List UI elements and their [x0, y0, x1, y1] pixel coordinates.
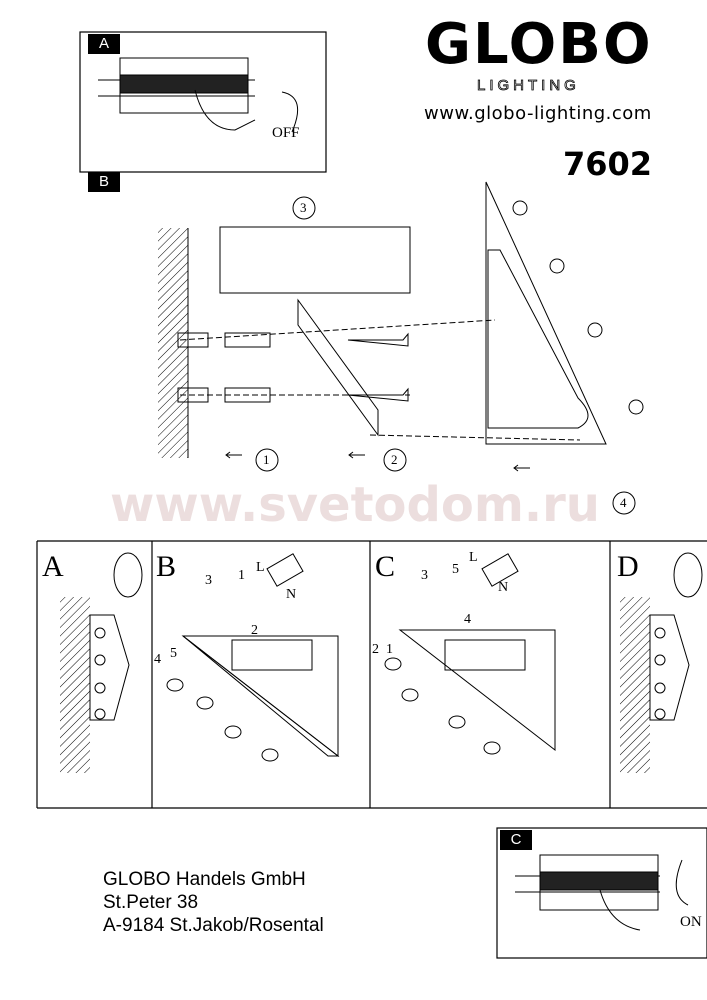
- step-b-tag: B: [88, 172, 120, 192]
- connector-inset-frame: [219, 226, 411, 294]
- wall-hatch: [158, 228, 188, 458]
- panel-b-label: 2: [251, 623, 258, 638]
- breaker-strip-off-illustration: [98, 57, 256, 131]
- panel-b-label: 4: [154, 652, 161, 667]
- model-number: 7602: [563, 145, 653, 183]
- panel-c-label: 4: [464, 612, 471, 627]
- panel-b-letter: B: [156, 550, 177, 583]
- callout-1: 1: [263, 452, 270, 467]
- address-city: A-9184 St.Jakob/Rosental: [103, 915, 324, 936]
- panel-b-label: 5: [170, 646, 177, 661]
- breaker-strip-on-illustration: [515, 854, 660, 931]
- panel-c-label: 2: [372, 642, 379, 657]
- bottom-panel-frames: [36, 540, 707, 809]
- rotate-arrow-off-icon: [281, 91, 299, 133]
- panel-b-label: 3: [205, 573, 212, 588]
- panel-c-letter: C: [375, 550, 396, 583]
- off-label: OFF: [272, 125, 300, 141]
- watermark: www.svetodom.ru: [110, 477, 600, 533]
- brand-subtitle: LIGHTING: [477, 77, 580, 95]
- callout-3: 3: [300, 200, 307, 215]
- address-street: St.Peter 38: [103, 892, 199, 913]
- wall-bracket: [297, 298, 379, 437]
- panel-b-label: L: [256, 560, 265, 575]
- callout-2: 2: [391, 452, 398, 467]
- step-a-frame: [79, 31, 327, 173]
- panel-c-label: 1: [386, 642, 393, 657]
- panel-c-label: 5: [452, 562, 459, 577]
- step-c-tag: C: [500, 830, 532, 850]
- panel-d-letter: D: [617, 550, 639, 583]
- panel-b-label: N: [286, 587, 297, 602]
- brand-logo: GLOBO: [425, 12, 653, 77]
- callout-4: 4: [620, 495, 627, 510]
- panel-c-label: L: [469, 550, 478, 565]
- panel-c-label: N: [498, 580, 509, 595]
- panel-b-label: 1: [238, 568, 245, 583]
- panel-c-label: 3: [421, 568, 428, 583]
- panel-a-letter: A: [42, 550, 64, 583]
- on-label: ON: [680, 914, 702, 930]
- step-a-tag: A: [88, 34, 120, 54]
- wiring-illustration-b: [166, 553, 340, 762]
- address-company: GLOBO Handels GmbH: [103, 869, 306, 890]
- website-url: www.globo-lighting.com: [424, 103, 652, 124]
- step-c-frame: [496, 827, 707, 959]
- lamp-body-outline: [485, 181, 607, 445]
- wiring-illustration-c: [384, 553, 556, 755]
- rotate-arrow-on-icon: [675, 859, 689, 906]
